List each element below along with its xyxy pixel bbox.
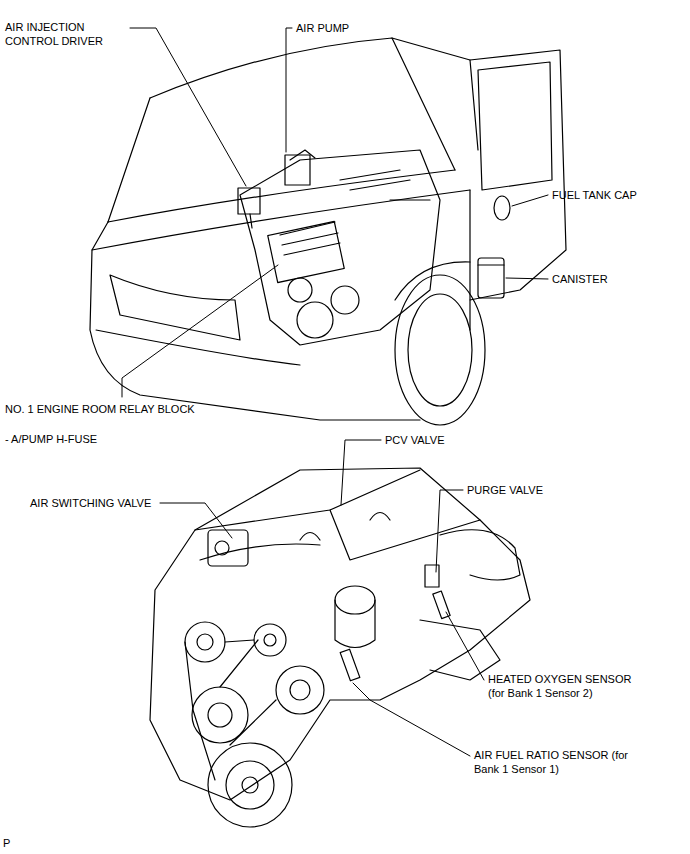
leader-lines bbox=[122, 28, 548, 756]
part-label-text: - A/PUMP H-FUSE bbox=[5, 433, 97, 445]
part-label: CANISTER bbox=[552, 272, 608, 286]
part-label: - A/PUMP H-FUSE bbox=[5, 432, 97, 446]
part-label: AIR PUMP bbox=[296, 21, 349, 35]
part-label-text: AIR INJECTION CONTROL DRIVER bbox=[5, 21, 103, 47]
part-label-text: FUEL TANK CAP bbox=[552, 189, 637, 201]
part-label-text: AIR SWITCHING VALVE bbox=[30, 497, 151, 509]
part-label-text: P bbox=[3, 837, 10, 849]
part-label-text: AIR FUEL RATIO SENSOR (for Bank 1 Sensor… bbox=[474, 749, 628, 775]
part-label: PURGE VALVE bbox=[467, 483, 543, 497]
part-label: FUEL TANK CAP bbox=[552, 188, 637, 202]
part-label: AIR SWITCHING VALVE bbox=[30, 496, 151, 510]
part-label-text: PCV VALVE bbox=[385, 434, 445, 446]
part-label: AIR INJECTION CONTROL DRIVER bbox=[5, 20, 123, 48]
engine-drawing bbox=[150, 468, 530, 827]
part-label: PCV VALVE bbox=[385, 433, 445, 447]
part-label-text: CANISTER bbox=[552, 273, 608, 285]
part-label: P bbox=[3, 836, 10, 850]
part-label-text: HEATED OXYGEN SENSOR (for Bank 1 Sensor … bbox=[488, 673, 631, 699]
canister-and-cap bbox=[478, 196, 510, 298]
part-label-text: PURGE VALVE bbox=[467, 484, 543, 496]
van-outline bbox=[90, 38, 566, 425]
engine-in-van bbox=[238, 150, 440, 345]
part-label-text: NO. 1 ENGINE ROOM RELAY BLOCK bbox=[5, 403, 195, 415]
part-label-text: AIR PUMP bbox=[296, 22, 349, 34]
part-label: HEATED OXYGEN SENSOR (for Bank 1 Sensor … bbox=[488, 672, 648, 700]
part-label: AIR FUEL RATIO SENSOR (for Bank 1 Sensor… bbox=[474, 748, 634, 776]
part-label: NO. 1 ENGINE ROOM RELAY BLOCK bbox=[5, 402, 195, 416]
